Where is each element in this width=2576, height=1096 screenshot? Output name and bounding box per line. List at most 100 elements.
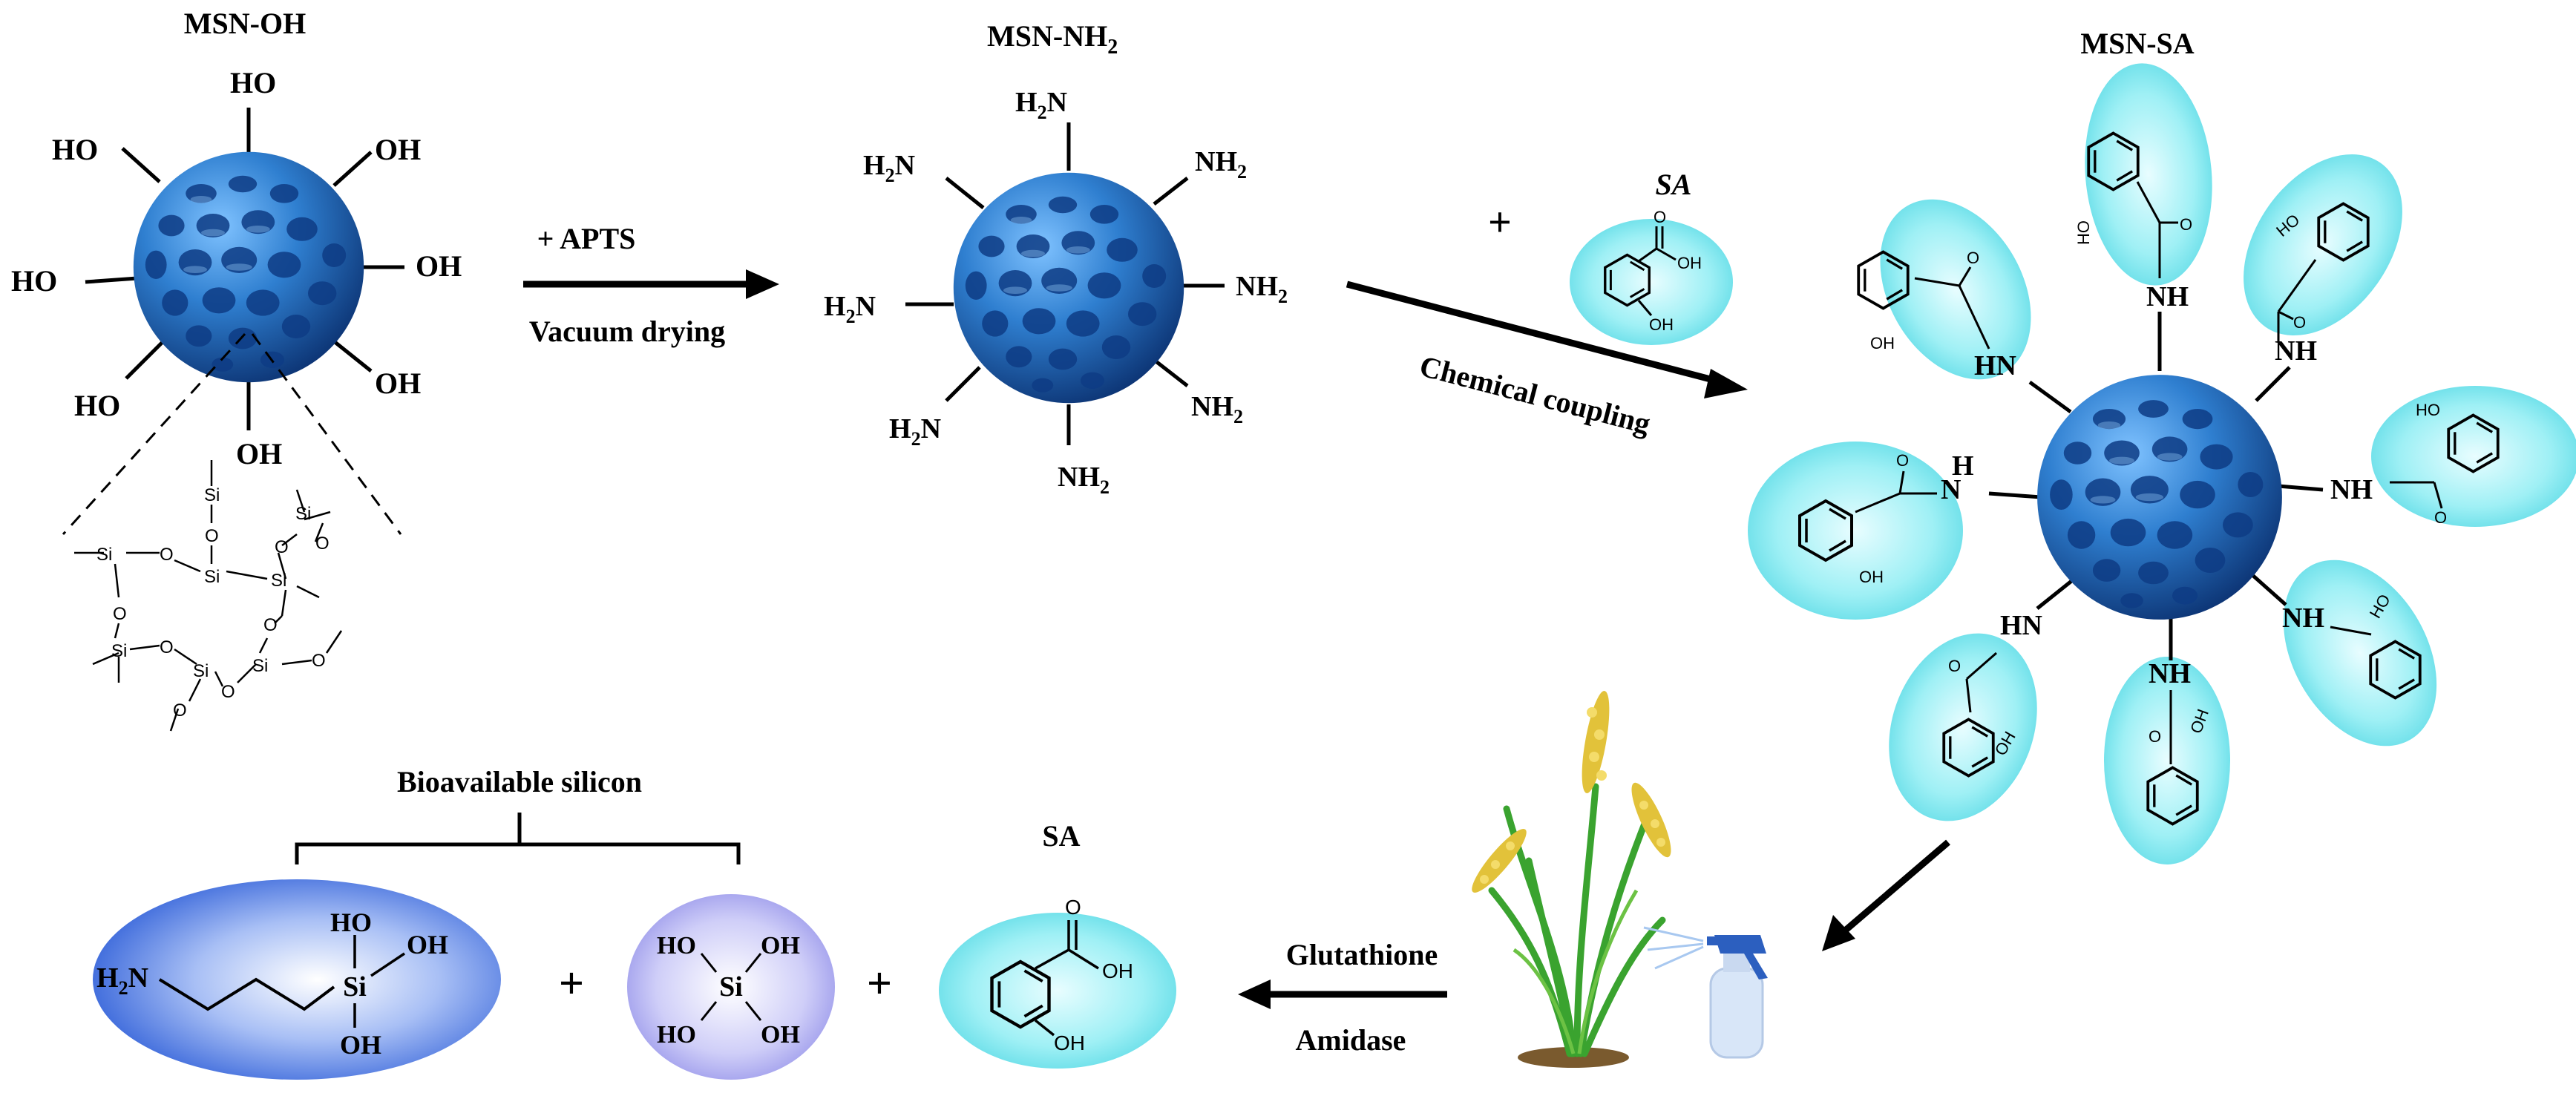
msn-nh2-sphere [953,172,1184,404]
sa-reagent-bubble [1570,219,1733,345]
nh2-group-upper-right: NH2 [1195,146,1247,183]
msn-nh2-title: MSN-NH2 [987,19,1118,59]
nh2-group-upper-left: H2N [863,150,915,186]
step2-condition-label: Chemical coupling [1416,349,1654,440]
spray-bottle-icon [1643,926,1768,1059]
svg-text:Si: Si [204,567,220,587]
oh-group-lower-right: OH [375,367,421,400]
svg-text:HO: HO [2416,401,2440,419]
svg-text:O: O [221,682,235,702]
msn-nh2-bonds [905,122,1225,445]
step3-enzyme1-label: Glutathione [1286,938,1438,971]
msn-sa-sphere [2037,375,2282,620]
nh2-group-right: NH2 [1236,271,1288,307]
nh-link-right: NH [2330,474,2373,505]
svg-text:O: O [2180,215,2192,234]
nh-link-lower-left: HN [2000,610,2042,641]
step3-arrowhead [1822,915,1855,951]
aminopropyl-silanetriol-bubble [93,879,501,1080]
svg-text:O: O [1948,657,1961,675]
svg-text:O: O [2149,727,2161,746]
svg-text:OH: OH [1054,1031,1085,1054]
silicic-acid-molecule: Si HO OH HO OH [657,932,800,1049]
svg-text:OH: OH [407,930,448,959]
oh-group-upper-left: HO [52,133,98,166]
svg-text:HO: HO [2074,220,2093,245]
svg-text:Si: Si [719,971,743,1003]
oh-group-lower-left: HO [74,389,120,422]
nh-link-top: NH [2146,281,2189,312]
nh2-group-lower-left: H2N [889,413,941,450]
svg-text:Si: Si [252,656,268,676]
sa-product-molecule: O OH OH [992,896,1133,1054]
bioavailable-silicon-bracket [295,813,741,864]
step3-enzyme2-label: Amidase [1296,1023,1406,1057]
nh2-group-bottom: NH2 [1058,462,1110,498]
msn-oh-title: MSN-OH [184,7,306,40]
svg-text:O: O [205,526,219,546]
svg-text:HO: HO [330,908,372,937]
svg-text:O: O [1065,896,1081,919]
step2-plus-sign: + [1488,200,1512,246]
silicic-acid-bubble [627,894,835,1080]
nh-link-upper-right: NH [2275,335,2317,367]
svg-text:O: O [2434,508,2447,527]
svg-text:O: O [113,604,127,624]
silica-network-atoms: Si O Si O Si Si Si O O O Si O Si O Si O … [96,485,330,721]
svg-text:OH: OH [1677,254,1702,272]
nh2-group-lower-right: NH2 [1191,391,1243,427]
svg-text:HO: HO [657,932,696,959]
step1-arrowhead [746,269,779,299]
sa-reagent-molecule: O OH OH [1604,208,1702,334]
svg-text:Si: Si [204,485,220,505]
nh-link-bottom: NH [2149,658,2191,689]
oh-group-upper-right: OH [375,133,421,166]
sa-product-bubble [939,913,1176,1069]
svg-text:Si: Si [295,504,311,524]
svg-text:OH: OH [1649,315,1674,334]
nh-link-left: N [1941,474,1961,505]
svg-text:O: O [173,700,187,721]
oh-group-bottom: OH [236,437,282,470]
nh-link-lower-right: NH [2282,603,2324,634]
msn-oh-bonds [85,108,404,430]
bioavailable-silicon-label: Bioavailable silicon [397,765,642,798]
svg-text:Si: Si [343,971,367,1003]
svg-text:Si: Si [111,641,127,661]
svg-text:O: O [263,615,278,635]
svg-text:HO: HO [657,1021,696,1049]
svg-text:O: O [160,545,174,565]
svg-text:OH: OH [761,1021,800,1049]
step2-arrow-shaft [1346,280,1723,386]
step1-condition-label: Vacuum drying [529,315,725,348]
svg-text:O: O [1896,451,1909,470]
msn-sa-bubbles [1748,63,2576,864]
zoom-lines [62,332,402,536]
nh2-group-left: H2N [824,291,876,327]
msn-sa-title: MSN-SA [2080,27,2194,60]
step2-arrowhead [1704,369,1748,398]
product-plus-1: + [559,959,584,1008]
rice-plant-illustration [1472,691,1671,1068]
svg-text:Si: Si [96,545,112,565]
sa-reagent-label: SA [1656,168,1692,201]
svg-text:O: O [315,534,330,554]
msn-oh-sphere [133,151,364,383]
step1-reagent-label: + APTS [537,222,636,255]
oh-group-top: HO [230,66,276,99]
sa-product-title: SA [1042,819,1080,853]
svg-text:O: O [275,537,289,557]
step4-arrowhead [1238,979,1271,1009]
svg-text:OH: OH [1102,959,1133,982]
svg-text:OH: OH [340,1030,381,1060]
svg-text:O: O [160,637,174,657]
oh-group-left: HO [11,264,57,298]
svg-text:OH: OH [1870,334,1895,352]
product-plus-2: + [867,959,892,1008]
step3-arrow-shaft [1842,839,1950,934]
svg-text:O: O [312,651,326,671]
svg-text:OH: OH [761,932,800,959]
silica-network [74,460,343,732]
svg-text:OH: OH [1859,568,1884,586]
